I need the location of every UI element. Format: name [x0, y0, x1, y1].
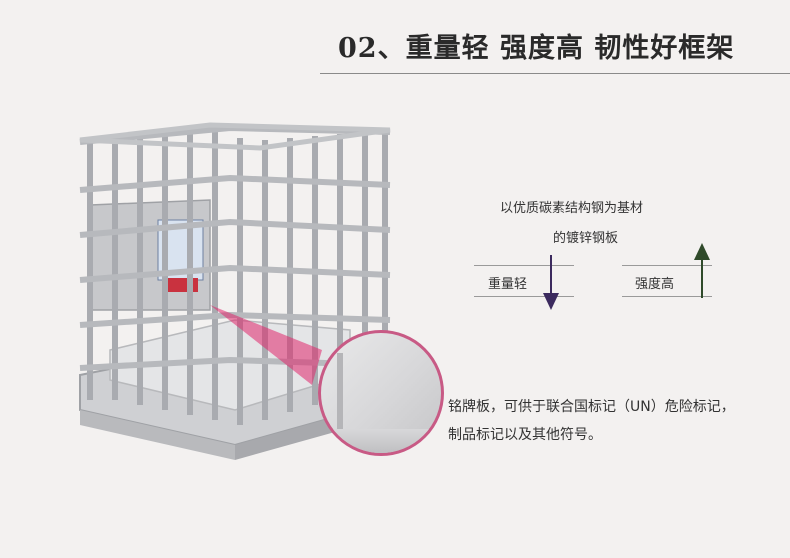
- page-title: 02、重量轻 强度高 韧性好框架: [338, 33, 735, 64]
- material-line-1: 以优质碳素结构钢为基材: [500, 201, 644, 216]
- divider-left: [474, 265, 574, 266]
- top-frame: [79, 122, 391, 151]
- zoom-pointer: [210, 305, 322, 385]
- nameplate-description: 铭牌板，可供于联合国标记（UN）危险标记， 制品标记以及其他符号。: [448, 393, 735, 449]
- light-weight-label: 重量轻: [488, 277, 528, 292]
- high-strength-label: 强度高: [635, 277, 675, 292]
- nameplate-line-1: 铭牌板，可供于联合国标记（UN）危险标记，: [448, 399, 735, 415]
- zoom-edge: [337, 353, 343, 448]
- divider-right-bottom: [622, 296, 712, 297]
- zoom-shade: [321, 429, 441, 453]
- title-rule: [320, 73, 790, 74]
- divider-right: [622, 265, 712, 266]
- nameplate-line-2: 制品标记以及其他符号。: [448, 427, 602, 443]
- up-arrow-icon: [694, 243, 710, 298]
- nameplate-zoom-circle: [318, 330, 444, 456]
- ibc-cage-illustration: [79, 122, 391, 460]
- divider-left-bottom: [474, 296, 574, 297]
- material-line-2: 的镀锌钢板: [553, 231, 619, 246]
- down-arrow-icon: [543, 255, 559, 310]
